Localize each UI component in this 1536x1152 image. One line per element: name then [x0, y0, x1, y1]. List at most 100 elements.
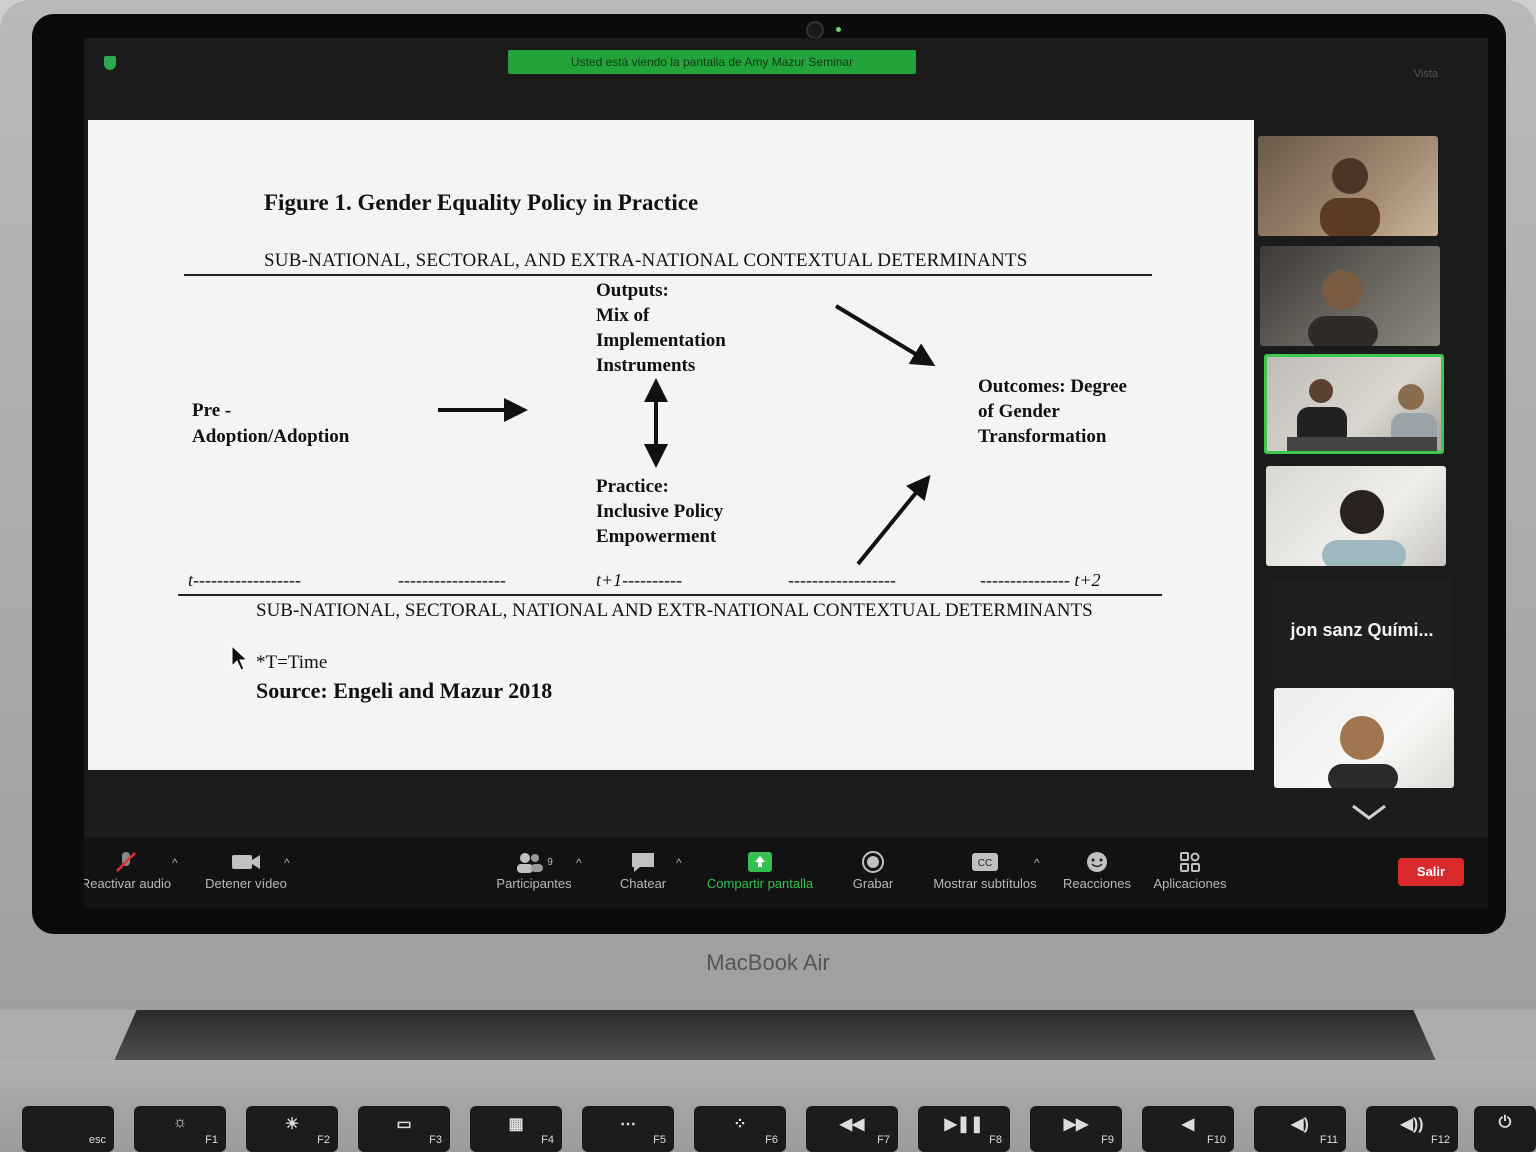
video-camera-icon: [232, 855, 260, 869]
show-captions-label: Mostrar subtítulos: [933, 876, 1037, 891]
key-f5[interactable]: ⋯F5: [582, 1106, 674, 1152]
key-f12[interactable]: ◀))F12: [1366, 1106, 1458, 1152]
participant-video[interactable]: [1258, 136, 1438, 236]
source-citation: Source: Engeli and Mazur 2018: [256, 678, 553, 703]
person-silhouette-icon: [1308, 270, 1378, 346]
view-toggle[interactable]: Vista: [1413, 68, 1438, 80]
key-f7[interactable]: ◀◀F7: [806, 1106, 898, 1152]
caret-up-icon[interactable]: ^: [1034, 856, 1040, 870]
key-label: F1: [205, 1134, 218, 1146]
outcomes-line: of Gender: [978, 401, 1060, 422]
key-f1[interactable]: ☼F1: [134, 1106, 226, 1152]
record-button[interactable]: Grabar: [836, 848, 910, 891]
outputs-line: Outputs:: [596, 280, 669, 301]
person-silhouette-icon: [1322, 490, 1406, 566]
outputs-line: Instruments: [596, 355, 696, 376]
apps-button[interactable]: Aplicaciones: [1144, 848, 1236, 891]
top-divider: [184, 274, 1152, 276]
key-f4[interactable]: ▦F4: [470, 1106, 562, 1152]
pre-adoption-line: Pre -: [192, 400, 232, 421]
key-f8[interactable]: ▶❚❚F8: [918, 1106, 1010, 1152]
key-label: F9: [1101, 1134, 1114, 1146]
outcomes-line: Transformation: [978, 426, 1107, 447]
timeline-t1: t+1----------: [596, 570, 683, 590]
key-f6[interactable]: ⁘F6: [694, 1106, 786, 1152]
chat-label: Chatear: [619, 876, 667, 891]
caret-up-icon[interactable]: ^: [284, 856, 290, 870]
share-screen-button[interactable]: Compartir pantalla: [698, 848, 822, 891]
chevron-down-icon[interactable]: [1350, 802, 1388, 822]
reactions-label: Reacciones: [1063, 876, 1131, 891]
unmute-button[interactable]: Reactivar audio: [84, 848, 176, 891]
participant-video[interactable]: [1266, 466, 1446, 566]
outputs-line: Mix of: [596, 305, 650, 326]
laptop-brand: MacBook Air: [706, 950, 830, 975]
context-top-label: SUB-NATIONAL, SECTORAL, AND EXTRA-NATION…: [264, 250, 1028, 271]
smiley-icon: [1087, 852, 1107, 872]
key-f3[interactable]: ▭F3: [358, 1106, 450, 1152]
caret-up-icon[interactable]: ^: [676, 856, 682, 870]
key-f11[interactable]: ◀)F11: [1254, 1106, 1346, 1152]
outputs-line: Implementation: [596, 330, 726, 351]
practice-box: Practice: Inclusive Policy Empowerment: [596, 474, 723, 549]
pre-adoption-box: Pre - Adoption/Adoption: [192, 398, 349, 450]
show-captions-button[interactable]: CC Mostrar subtítulos: [926, 848, 1044, 891]
arrow-practice-to-outcomes: [856, 474, 931, 566]
stop-video-button[interactable]: Detener vídeo: [196, 848, 296, 891]
context-bottom-label: SUB-NATIONAL, SECTORAL, NATIONAL AND EXT…: [256, 600, 1093, 621]
leave-meeting-button[interactable]: Salir: [1398, 858, 1464, 886]
participant-video[interactable]: [1274, 688, 1454, 788]
figure-title: Figure 1. Gender Equality Policy in Prac…: [264, 190, 699, 215]
chat-bubble-icon: [632, 853, 654, 872]
key-label: F8: [989, 1134, 1002, 1146]
meeting-toolbar: Reactivar audio ^ Detener vídeo ^ 9 Part…: [84, 838, 1488, 908]
zoom-window: Usted está viendo la pantalla de Amy Maz…: [84, 38, 1488, 908]
key-f9[interactable]: ▶▶F9: [1030, 1106, 1122, 1152]
svg-text:CC: CC: [978, 858, 992, 869]
bottom-divider: [178, 594, 1162, 596]
screen-share-banner[interactable]: Usted está viendo la pantalla de Amy Maz…: [508, 50, 916, 74]
unmute-label: Reactivar audio: [84, 876, 172, 891]
key-f2[interactable]: ☀F2: [246, 1106, 338, 1152]
person-silhouette-icon: [1287, 379, 1437, 451]
caret-up-icon[interactable]: ^: [172, 856, 178, 870]
key-label: esc: [88, 1134, 106, 1146]
key-esc[interactable]: esc: [22, 1106, 114, 1152]
key-label: F4: [541, 1134, 554, 1146]
shield-icon[interactable]: [104, 56, 116, 70]
practice-line: Inclusive Policy: [596, 501, 724, 522]
outcomes-line: Outcomes: Degree: [978, 376, 1127, 397]
closed-captions-icon: CC: [972, 853, 998, 871]
timeline: t------------------ ------------------ t…: [184, 570, 1164, 594]
caret-up-icon[interactable]: ^: [576, 856, 582, 870]
person-silhouette-icon: [1320, 158, 1380, 236]
record-icon: [862, 851, 884, 873]
participant-video[interactable]: [1260, 246, 1440, 346]
key-label: F3: [429, 1134, 442, 1146]
person-silhouette-icon: [1328, 716, 1398, 788]
power-key[interactable]: ⏻: [1474, 1106, 1536, 1152]
stop-video-label: Detener vídeo: [205, 876, 287, 891]
apps-icon: [1180, 852, 1200, 872]
share-screen-icon: [748, 852, 772, 872]
participant-video-active[interactable]: [1264, 354, 1444, 454]
participants-label: Participantes: [496, 876, 572, 891]
shared-slide: Figure 1. Gender Equality Policy in Prac…: [88, 120, 1254, 770]
webcam-led: [836, 27, 841, 32]
key-f10[interactable]: ◀F10: [1142, 1106, 1234, 1152]
participants-icon: [517, 853, 544, 873]
timeline-t: t------------------: [188, 570, 301, 590]
reactions-button[interactable]: Reacciones: [1058, 848, 1136, 891]
share-screen-label: Compartir pantalla: [706, 876, 814, 891]
key-label: F11: [1319, 1134, 1338, 1146]
mouse-cursor-icon: [231, 644, 249, 671]
participants-count: 9: [547, 856, 553, 868]
outcomes-box: Outcomes: Degree of Gender Transformatio…: [978, 374, 1127, 449]
outputs-box: Outputs: Mix of Implementation Instrumen…: [596, 278, 726, 378]
chat-button[interactable]: Chatear: [606, 848, 680, 891]
practice-line: Empowerment: [596, 526, 717, 547]
participant-name-tile[interactable]: jon sanz Quími...: [1272, 580, 1452, 680]
participants-button[interactable]: 9 Participantes: [488, 848, 580, 891]
key-label: F10: [1207, 1134, 1226, 1146]
practice-line: Practice:: [596, 476, 669, 497]
